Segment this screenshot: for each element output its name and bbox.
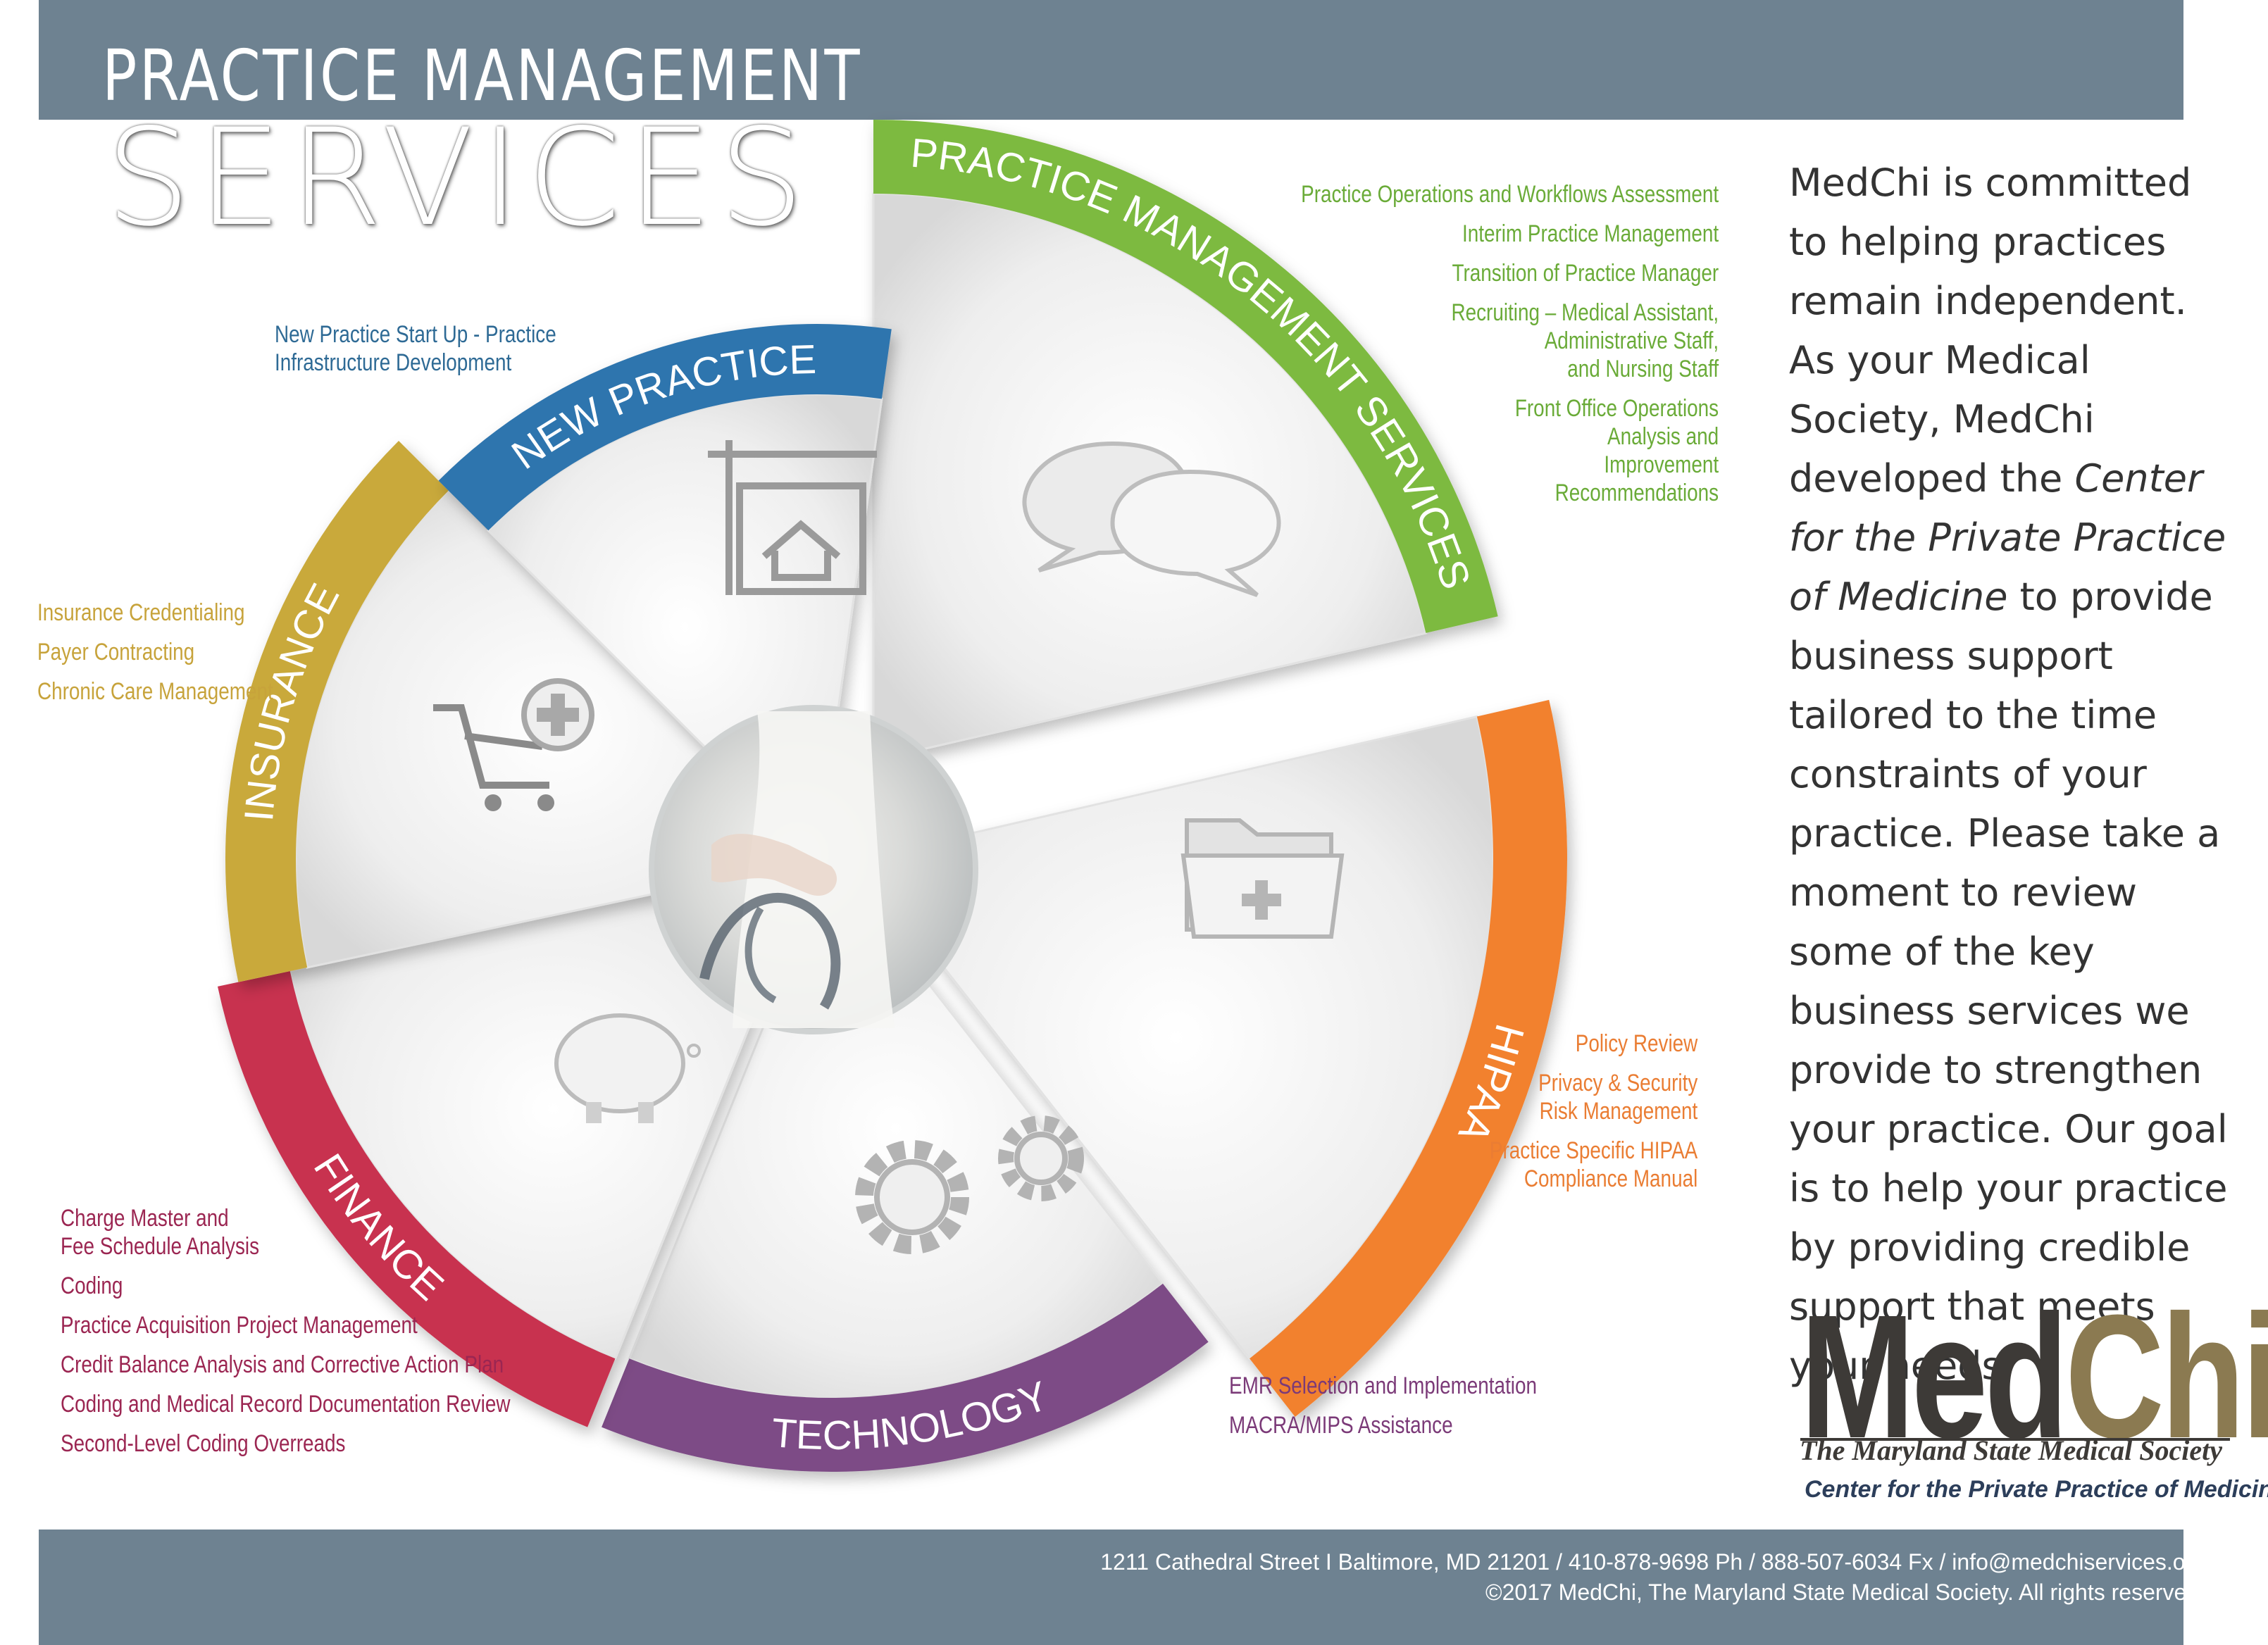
shopping-cart-plus-icon	[433, 678, 594, 811]
segment-band-new-practice	[438, 324, 892, 531]
medchi-logo: MedChi	[1800, 1289, 2268, 1465]
insurance-services-list: Insurance Credentialing Payer Contractin…	[37, 599, 273, 717]
logo-center-name: Center for the Private Practice of Medic…	[1805, 1476, 2268, 1503]
wheel-segment-finance: FINANCE	[218, 857, 819, 1427]
technology-services-list: EMR Selection and Implementation MACRA/M…	[1229, 1372, 1537, 1451]
list-item: Front Office Operations Analysis and Imp…	[1514, 395, 1719, 506]
intro-emphasis: Center for the Private Practice of Medic…	[1789, 456, 2226, 619]
intro-text-part2: to provide business support tailored to …	[1789, 575, 2228, 1388]
list-item: Recruiting – Medical Assistant, Administ…	[1451, 299, 1719, 382]
list-item: EMR Selection and Implementation	[1229, 1372, 1538, 1399]
segment-band-hipaa	[1250, 699, 1568, 1417]
list-item: New Practice Start Up - Practice Infrast…	[275, 321, 556, 376]
page-title-services: SERVICES	[106, 100, 811, 256]
logo-divider	[1800, 1438, 2230, 1441]
segment-band-insurance	[225, 441, 449, 982]
segment-band-practice-management	[873, 120, 1498, 633]
list-item: Coding and Medical Record Documentation …	[61, 1391, 511, 1418]
list-item: Payer Contracting	[37, 639, 195, 665]
list-item: Chronic Care Management	[37, 678, 273, 705]
segment-band-finance	[218, 971, 616, 1427]
finance-services-list: Charge Master and Fee Schedule Analysis …	[61, 1204, 510, 1469]
hipaa-services-list: Policy Review Privacy & Security Risk Ma…	[1490, 1030, 1697, 1204]
segment-band-technology	[602, 1283, 1209, 1472]
logo-word-med: Med	[1800, 1278, 2069, 1475]
medical-folder-icon	[1180, 818, 1345, 939]
list-item: MACRA/MIPS Assistance	[1229, 1412, 1453, 1439]
speech-bubbles-icon	[1022, 441, 1281, 597]
list-item: Privacy & Security Risk Management	[1538, 1070, 1697, 1125]
list-item: Charge Master and Fee Schedule Analysis	[61, 1205, 260, 1260]
house-sign-icon	[708, 440, 877, 595]
footer-address: 1211 Cathedral Street I Baltimore, MD 21…	[1100, 1549, 2205, 1575]
logo-word-chi: Chi	[2064, 1278, 2268, 1475]
logo-wordmark: MedChi	[1800, 1289, 2268, 1465]
new-practice-services-list: New Practice Start Up - Practice Infrast…	[275, 320, 556, 388]
list-item: Practice Operations and Workflows Assess…	[1301, 181, 1719, 208]
list-item: Policy Review	[1575, 1030, 1697, 1057]
piggy-bank-icon	[554, 1013, 701, 1123]
wheel-segment-technology: TECHNOLOGY	[602, 857, 1209, 1472]
doctor-photo	[649, 705, 978, 1034]
gears-icon	[855, 1115, 1084, 1254]
segment-face-technology	[628, 857, 1165, 1399]
intro-text-part1: MedChi is committed to helping practices…	[1789, 161, 2192, 501]
list-item: Second-Level Coding Overreads	[61, 1430, 346, 1457]
practice-management-services-list: Practice Operations and Workflows Assess…	[1301, 180, 1719, 518]
list-item: Practice Acquisition Project Management	[61, 1312, 418, 1339]
page-title: PRACTICE MANAGEMENT	[102, 35, 862, 117]
list-item: Credit Balance Analysis and Corrective A…	[61, 1351, 504, 1378]
logo-society-name: The Maryland State Medical Society	[1800, 1434, 2222, 1466]
list-item: Transition of Practice Manager	[1452, 260, 1719, 287]
list-item: Coding	[61, 1272, 123, 1299]
list-item: Interim Practice Management	[1462, 220, 1719, 247]
list-item: Insurance Credentialing	[37, 599, 245, 626]
list-item: Practice Specific HIPAA Compliance Manua…	[1489, 1137, 1697, 1192]
footer-band	[39, 1530, 2183, 1645]
footer-copyright: ©2017 MedChi, The Maryland State Medical…	[1485, 1580, 2205, 1605]
intro-paragraph: MedChi is committed to helping practices…	[1789, 154, 2240, 1396]
segment-face-finance	[288, 857, 819, 1361]
header-band	[39, 0, 2183, 120]
